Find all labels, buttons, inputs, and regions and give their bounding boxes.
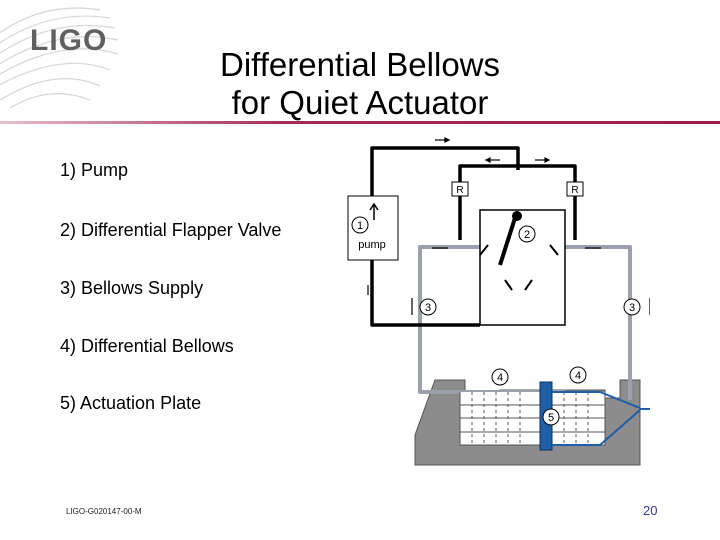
- restrictor-left-label: R: [456, 185, 463, 196]
- swirl-logo-icon: [0, 7, 119, 109]
- bellows-diagram: R R 2 1 pump 3 3 5 4 4: [347, 137, 650, 466]
- output-linkage: [552, 391, 650, 446]
- list-item-bellows-supply: 3) Bellows Supply: [60, 278, 204, 298]
- bellows-icon: [459, 392, 606, 446]
- document-id: LIGO-G020147-00-M: [66, 507, 142, 516]
- callout-4-right: 4: [575, 370, 581, 382]
- callout-2: 2: [524, 229, 530, 241]
- pump-label: pump: [358, 239, 386, 251]
- ligo-logo: LIGO: [30, 24, 108, 57]
- callout-3-right: 3: [629, 302, 635, 314]
- page-number: 20: [643, 503, 658, 518]
- slide-title: Differential Bellows for Quiet Actuator: [190, 46, 530, 122]
- list-item-flapper-valve: 2) Differential Flapper Valve: [60, 220, 282, 240]
- callout-1: 1: [357, 220, 363, 232]
- callout-4-left: 4: [497, 372, 503, 384]
- list-item-differential-bellows: 4) Differential Bellows: [60, 336, 234, 356]
- title-underline: [0, 121, 720, 124]
- title-line-1: Differential Bellows: [219, 46, 501, 83]
- list-item-actuation-plate: 5) Actuation Plate: [60, 393, 202, 413]
- flow-arrow-icon: [367, 137, 650, 315]
- title-line-2: for Quiet Actuator: [231, 84, 489, 121]
- callout-5: 5: [548, 412, 554, 424]
- flapper-valve-chamber: [479, 209, 566, 326]
- list-item-pump: 1) Pump: [60, 160, 129, 180]
- callout-3-left: 3: [425, 302, 431, 314]
- restrictor-right-label: R: [571, 185, 578, 196]
